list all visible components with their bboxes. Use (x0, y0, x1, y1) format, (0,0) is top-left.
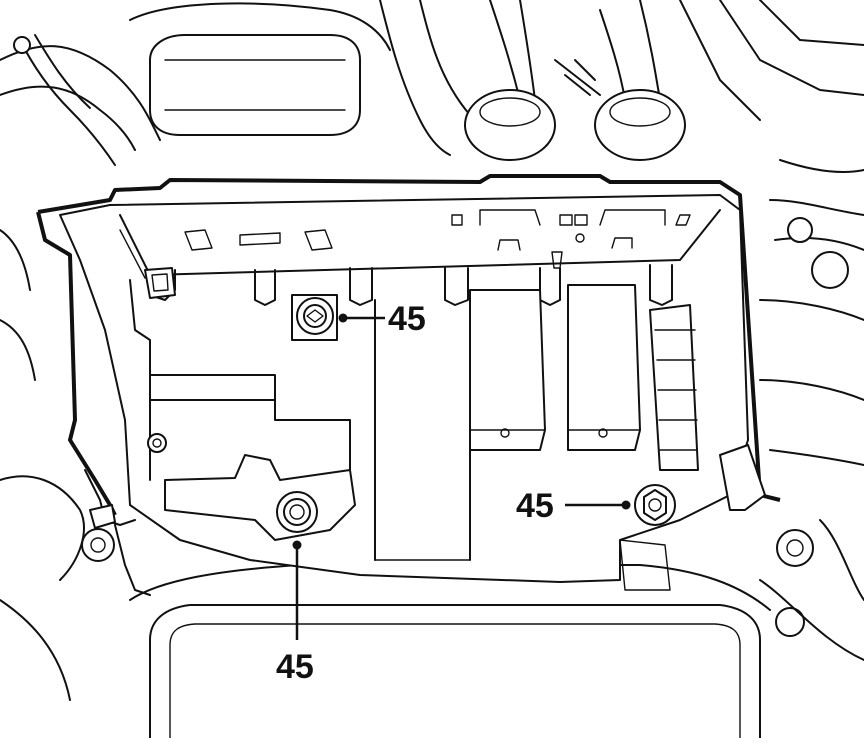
callout-dot (292, 540, 302, 550)
bolt-upper-left (291, 294, 338, 341)
callout-label: 45 (388, 300, 426, 338)
callout-label: 45 (276, 648, 314, 686)
callout-dot (338, 313, 348, 323)
callout-lower-left: 45 (276, 540, 314, 686)
callout-right: 45 (516, 487, 631, 525)
main-housing (36, 174, 781, 596)
bolt-right (634, 484, 676, 526)
callout-label: 45 (516, 487, 554, 525)
callout-upper-left: 45 (338, 300, 426, 338)
bolt-lower-left (276, 491, 318, 533)
callout-dot (621, 500, 631, 510)
